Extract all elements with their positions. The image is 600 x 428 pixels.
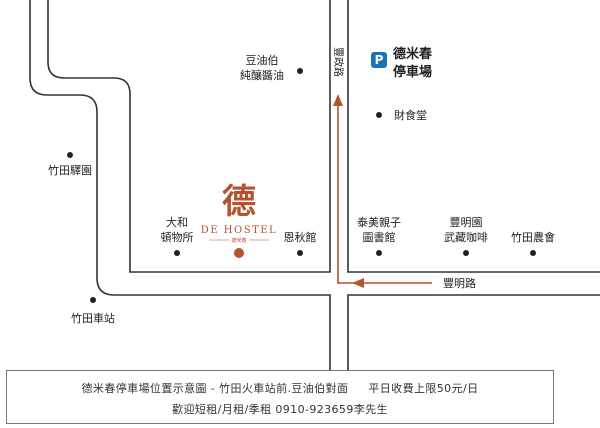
caption-line2: 歡迎短租/月租/季租 0910-923659李先生 [172,403,388,416]
poi-label-line1: 竹田車站 [71,311,115,325]
poi-enqiu: 恩秋館 [284,230,317,256]
parking-name-line1: 德米春 [393,46,433,62]
hostel-subname: 德米春 [231,237,246,244]
poi-taimei-library: 泰美親子 圖書館 [357,215,401,256]
road-edge-right-upper [347,0,600,273]
poi-label-line1: 竹田農會 [511,230,555,244]
route-path [333,94,432,288]
poi-farmers-association: 竹田農會 [511,230,555,256]
caption-box: 德米春停車場位置示意圖 - 竹田火車站前.豆油伯對面 平日收費上限50元/日 歡迎… [6,370,554,424]
caption-price: 平日收費上限50元/日 [368,382,479,395]
poi-dot-icon [297,68,303,74]
poi-dot-icon [174,250,180,256]
poi-label-line1: 竹田驛園 [48,163,92,177]
route-arrow-up-icon [333,94,343,106]
poi-label-line1: 恩秋館 [284,230,317,244]
road-label-horizontal: 豐明路 [443,277,476,290]
parking-icon-letter: P [375,53,384,67]
poi-label-line1: 豐明園 [450,216,483,229]
poi-dot-icon [530,250,536,256]
poi-zhutian-station-garden: 竹田驛園 [48,152,92,177]
poi-dot-icon [463,250,469,256]
poi-label-line2: 武藏咖啡 [444,230,488,244]
route-arrow-left-icon [352,278,364,288]
poi-dot-icon [67,152,73,158]
parking-icon [371,52,387,68]
caption-line1: 德米春停車場位置示意圖 - 竹田火車站前.豆油伯對面 平日收費上限50元/日 [7,380,553,396]
hostel-name: DE HOSTEL [201,225,277,236]
road-edge-right-lower [347,294,600,370]
poi-label-line1: 泰美親子 [357,215,401,229]
hostel-dot-icon [234,248,244,258]
road-edge-left-outer [29,0,331,370]
parking-marker: P 德米春 停車場 [371,46,433,80]
poi-dot-icon [376,112,382,118]
poi-label-line1: 大和 [166,215,188,229]
caption-title: 德米春停車場位置示意圖 - 竹田火車站前.豆油伯對面 [81,382,349,395]
parking-name-line2: 停車場 [393,64,432,80]
poi-yamato: 大和 頓物所 [161,215,194,256]
poi-label-line2: 圖書館 [363,230,396,244]
poi-dot-icon [376,250,382,256]
poi-caishitang: 財食堂 [376,108,427,122]
poi-doyobo: 豆油伯 純釀醬油 [240,53,303,82]
road-edge-left-inner [47,0,331,273]
poi-zhutian-station: 竹田車站 [71,297,115,325]
poi-fengming-cafe: 豐明園 武藏咖啡 [444,216,488,256]
road-network [29,0,600,370]
route-line [337,104,432,284]
poi-label-line1: 豆油伯 [246,53,279,67]
road-label-vertical: 豐政路 [332,47,345,77]
poi-label-line1: 財食堂 [394,108,427,122]
hostel-marker: 德 DE HOSTEL 德米春 [201,182,277,258]
poi-label-line2: 頓物所 [161,230,194,244]
poi-dot-icon [297,250,303,256]
poi-dot-icon [90,297,96,303]
hostel-logo-icon: 德 [222,182,256,222]
poi-label-line2: 純釀醬油 [240,68,284,82]
